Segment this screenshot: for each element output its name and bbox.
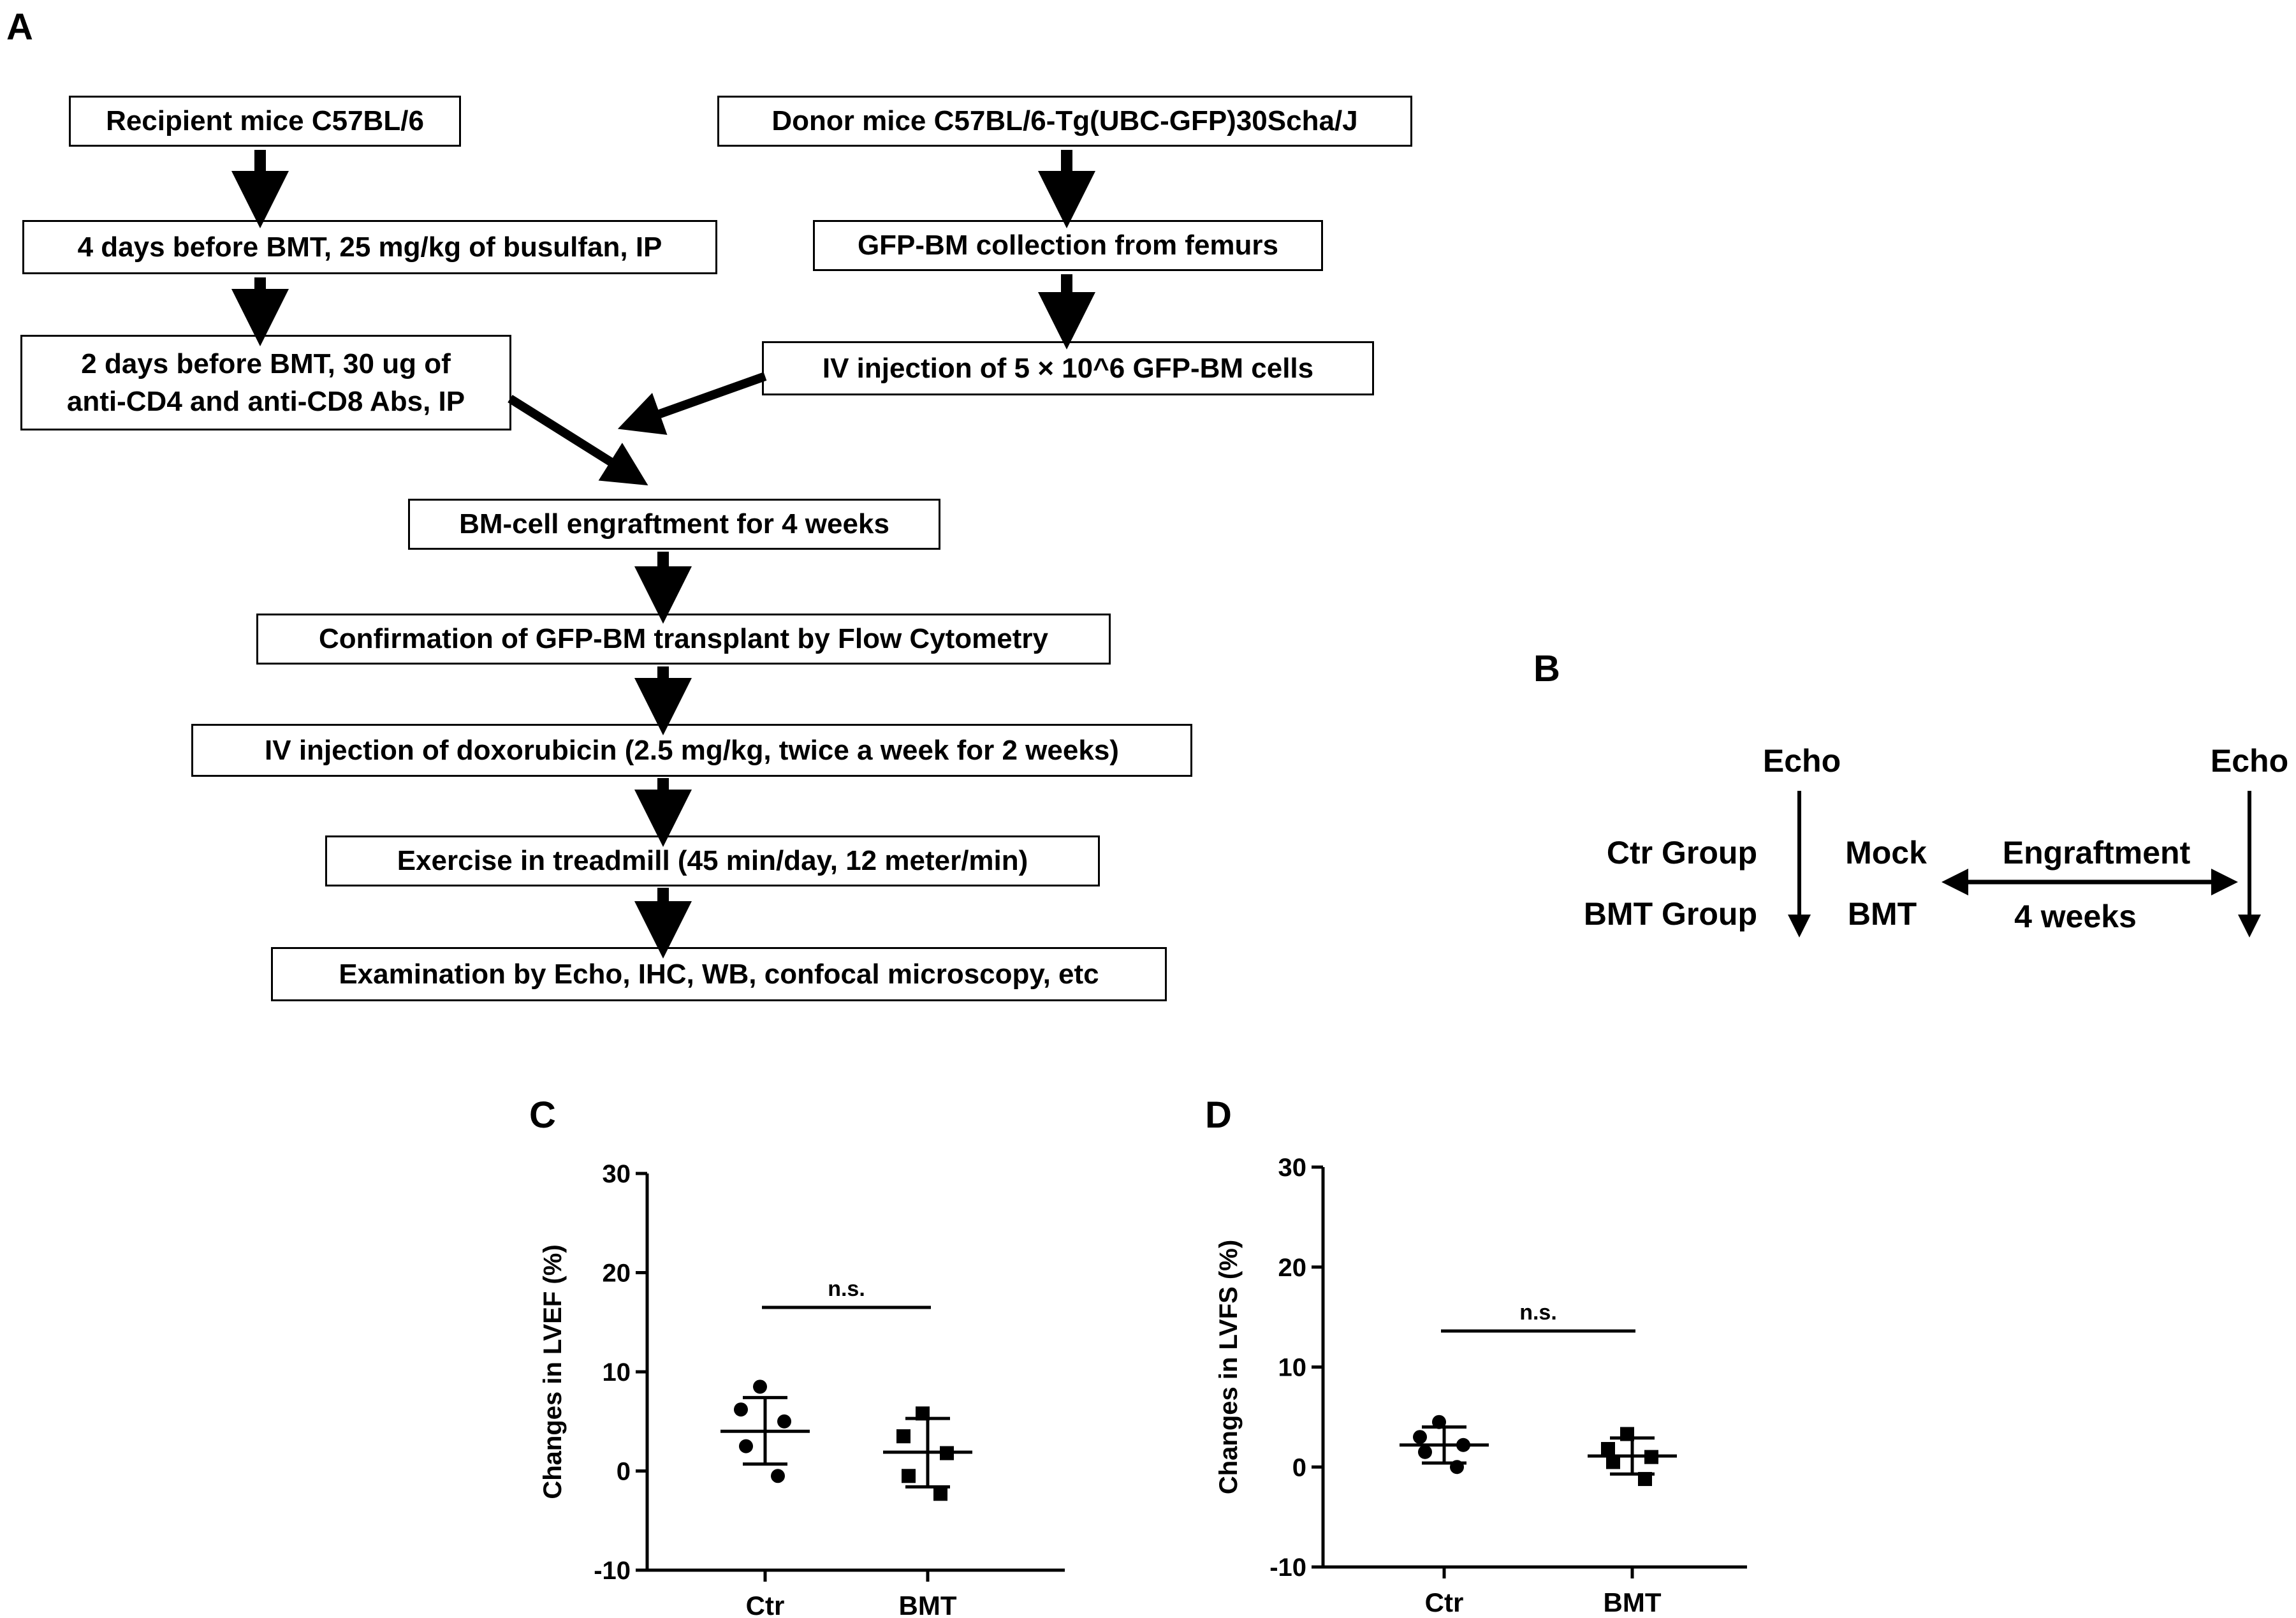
data-point-bmt bbox=[1606, 1455, 1620, 1469]
engraftment-label: Engraftment bbox=[2002, 835, 2191, 871]
doxorubicin-box: IV injection of doxorubicin (2.5 mg/kg, … bbox=[191, 724, 1192, 777]
ctr-group-label: Ctr Group bbox=[1606, 835, 1757, 871]
echo-label-right: Echo bbox=[2210, 743, 2289, 779]
panel-label-a: A bbox=[6, 6, 33, 48]
data-point-bmt bbox=[933, 1487, 947, 1501]
y-tick-label: 20 bbox=[1278, 1254, 1307, 1282]
data-point-ctr bbox=[771, 1469, 785, 1483]
busulfan-box: 4 days before BMT, 25 mg/kg of busulfan,… bbox=[22, 220, 717, 274]
data-point-ctr bbox=[1418, 1445, 1432, 1459]
y-tick-label: 0 bbox=[617, 1458, 631, 1486]
antibodies-box: 2 days before BMT, 30 ug of anti-CD4 and… bbox=[20, 335, 511, 430]
y-axis-label: Changes in LVEF (%) bbox=[539, 1244, 567, 1499]
data-point-ctr bbox=[753, 1379, 767, 1394]
y-tick-label: 30 bbox=[1278, 1154, 1307, 1182]
significance-label: n.s. bbox=[828, 1277, 865, 1301]
y-tick-label: 20 bbox=[603, 1260, 631, 1288]
panel-label-c: C bbox=[529, 1094, 556, 1136]
x-tick-label-bmt: BMT bbox=[1604, 1587, 1662, 1617]
y-axis-label: Changes in LVFS (%) bbox=[1215, 1240, 1243, 1494]
data-point-ctr bbox=[734, 1402, 748, 1417]
iv-cells-box: IV injection of 5 × 10^6 GFP-BM cells bbox=[762, 341, 1374, 395]
x-tick-label-ctr: Ctr bbox=[746, 1591, 785, 1618]
data-point-bmt bbox=[902, 1469, 916, 1483]
engraftment-box: BM-cell engraftment for 4 weeks bbox=[408, 499, 940, 550]
y-tick-label: 10 bbox=[603, 1358, 631, 1386]
y-tick-label: -10 bbox=[1269, 1554, 1306, 1582]
data-point-ctr bbox=[777, 1414, 791, 1429]
panel-label-b: B bbox=[1533, 648, 1560, 689]
x-tick-label-bmt: BMT bbox=[899, 1591, 957, 1618]
data-point-bmt bbox=[1601, 1442, 1615, 1457]
mock-label: Mock bbox=[1845, 835, 1927, 871]
y-tick-label: 10 bbox=[1278, 1354, 1307, 1382]
gfp-collection-box: GFP-BM collection from femurs bbox=[813, 220, 1323, 271]
y-tick-label: 30 bbox=[603, 1160, 631, 1188]
bmt-group-label: BMT Group bbox=[1583, 896, 1757, 932]
panel-label-d: D bbox=[1205, 1094, 1232, 1136]
recipient-mice-box: Recipient mice C57BL/6 bbox=[69, 96, 461, 147]
bmt-label: BMT bbox=[1847, 896, 1917, 932]
exercise-box: Exercise in treadmill (45 min/day, 12 me… bbox=[325, 835, 1100, 886]
donor-mice-box: Donor mice C57BL/6-Tg(UBC-GFP)30Scha/J bbox=[717, 96, 1412, 147]
data-point-ctr bbox=[1413, 1430, 1427, 1445]
arrow-antibodies-to-engraftment bbox=[508, 395, 648, 486]
arrow-iv-to-merge bbox=[617, 372, 767, 435]
data-point-ctr bbox=[739, 1439, 753, 1453]
y-tick-label: -10 bbox=[594, 1557, 631, 1585]
examination-box: Examination by Echo, IHC, WB, confocal m… bbox=[271, 947, 1167, 1001]
echo-label-left: Echo bbox=[1762, 743, 1841, 779]
x-tick-label-ctr: Ctr bbox=[1425, 1587, 1464, 1617]
duration-label: 4 weeks bbox=[2014, 899, 2137, 934]
y-tick-label: 0 bbox=[1292, 1453, 1306, 1482]
significance-label: n.s. bbox=[1519, 1300, 1557, 1325]
data-point-bmt bbox=[896, 1429, 910, 1444]
